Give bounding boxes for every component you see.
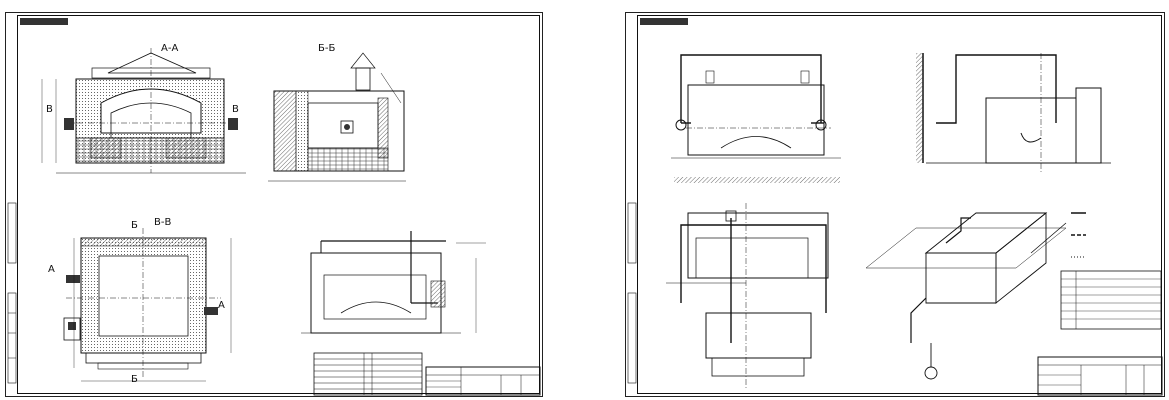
label-section-aa: А-А: [161, 43, 179, 54]
label-cut-a-right: А: [218, 300, 225, 311]
label-section-bb: Б-Б: [318, 43, 336, 54]
sheet-1-frame: [17, 15, 540, 394]
view-section-vv: [63, 228, 232, 382]
label-cut-left: В: [46, 104, 53, 115]
label-cut-a-left: А: [48, 264, 55, 275]
label-section-vv: В-В: [154, 217, 172, 228]
drawing-sheet-2: [625, 12, 1165, 397]
sheet-2-drawing: [627, 53, 1163, 396]
view-plan-piping: [666, 203, 829, 388]
drawing-sheet-1: А-А Б-Б В-В В В А А Б Б: [5, 12, 543, 397]
sheet-1-stamp-tag: [20, 18, 68, 25]
symbol-table: [1060, 270, 1162, 330]
view-side-piping-2: [916, 53, 1111, 173]
view-isometric: [865, 212, 1067, 380]
title-block-1: [425, 366, 541, 396]
view-front-piping: [671, 54, 841, 159]
sheet-1-drawing: [7, 48, 541, 396]
title-block-2: [1037, 356, 1163, 396]
view-section-aa: [41, 48, 246, 174]
view-side-piping: [301, 231, 486, 334]
label-cut-b-top: Б: [131, 220, 138, 231]
specification-table: [313, 352, 423, 396]
label-cut-right: В: [232, 104, 239, 115]
sheet-2-stamp-tag: [640, 18, 688, 25]
sheet-2-frame: [637, 15, 1162, 394]
view-section-bb: [268, 52, 406, 182]
label-cut-b-bottom: Б: [131, 374, 138, 385]
legend-block: [1071, 212, 1086, 258]
